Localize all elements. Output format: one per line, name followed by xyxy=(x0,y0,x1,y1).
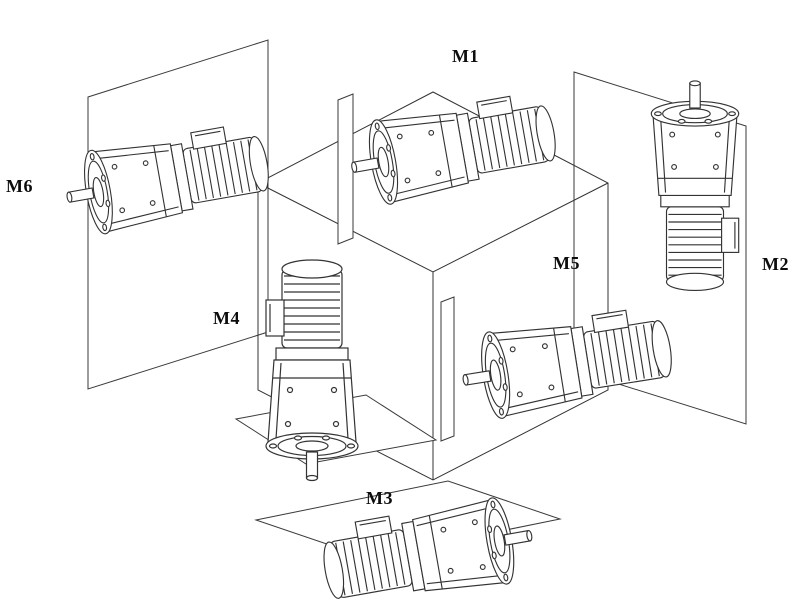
label-m1: M1 xyxy=(452,46,479,66)
label-m2: M2 xyxy=(762,254,789,274)
label-m3: M3 xyxy=(366,488,393,508)
label-m5: M5 xyxy=(553,253,580,273)
mounting-plane-m5 xyxy=(440,296,455,442)
mounting-plane-m1 xyxy=(337,93,354,245)
label-m6: M6 xyxy=(6,176,33,196)
label-m4: M4 xyxy=(213,308,240,328)
gearmotor-m1 xyxy=(343,89,562,211)
gearmotor-m4 xyxy=(265,259,359,482)
